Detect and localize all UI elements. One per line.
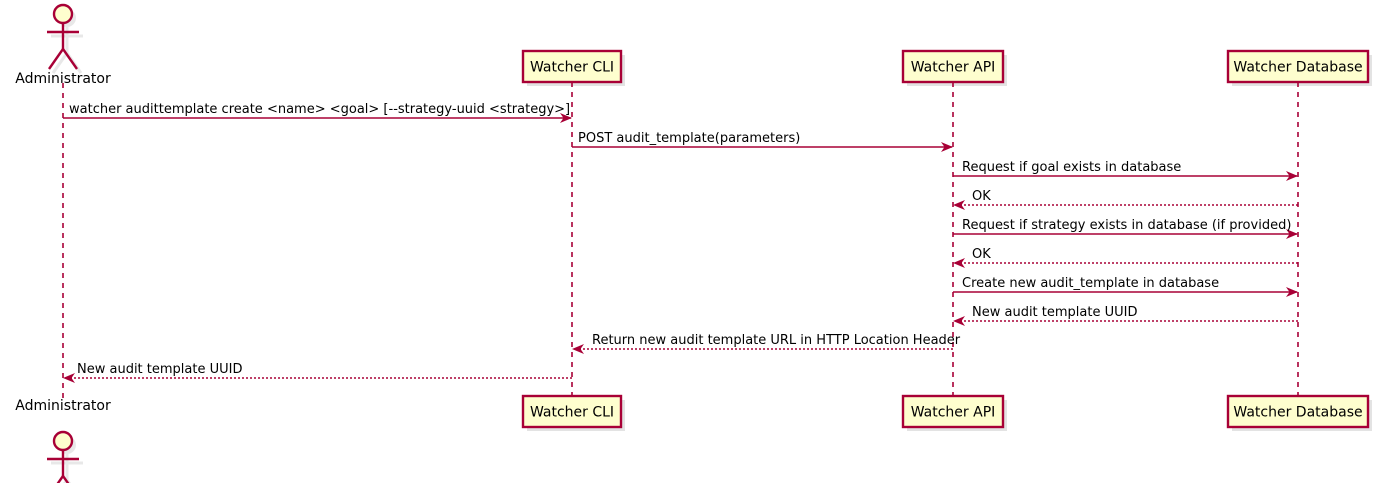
message-label-7: New audit template UUID [972,305,1137,320]
participant-box-watcher-database-top[interactable] [1226,49,1370,84]
message-label-5: OK [972,247,991,262]
message-label-8: Return new audit template URL in HTTP Lo… [592,333,961,348]
participant-box-watcher-cli-top[interactable] [521,49,623,84]
lifeline-layer [62,82,1299,398]
message-label-0: watcher audittemplate create <name> <goa… [69,102,570,117]
actor-leg-right [62,48,78,70]
message-1[interactable]: POST audit_template(parameters) [572,131,953,152]
message-2[interactable]: Request if goal exists in database [953,160,1298,181]
message-9[interactable]: New audit template UUID [63,362,572,383]
actor-head-icon [52,430,74,452]
participant-label-watcher-api-bottom: Watcher API [911,405,996,421]
message-7[interactable]: New audit template UUID [953,305,1298,326]
message-label-9: New audit template UUID [77,362,242,377]
message-label-6: Create new audit_template in database [962,276,1219,291]
actor-label-administrator-bottom: Administrator [15,398,111,414]
actor-label-administrator-top: Administrator [15,71,111,87]
message-label-3: OK [972,189,991,204]
message-label-4: Request if strategy exists in database (… [962,218,1291,233]
actor-figure-administrator-bottom[interactable] [47,430,79,483]
message-4[interactable]: Request if strategy exists in database (… [953,218,1298,239]
message-6[interactable]: Create new audit_template in database [953,276,1298,297]
participant-box-watcher-api-top[interactable] [901,49,1005,84]
shadow-layer [51,9,1372,483]
participant-box-watcher-api-bottom[interactable] [901,394,1005,429]
participant-label-watcher-cli-bottom: Watcher CLI [530,405,614,421]
actor-head-icon [52,3,74,25]
participant-label-watcher-database-bottom: Watcher Database [1233,405,1362,421]
message-label-2: Request if goal exists in database [962,160,1181,175]
participant-box-watcher-database-bottom[interactable] [1226,394,1370,429]
actor-leg-left [48,48,64,70]
participant-box-layer: Watcher CLI Watcher CLI Watcher API Watcher… [521,49,1370,429]
message-8[interactable]: Return new audit template URL in HTTP Lo… [572,333,961,354]
actor-figure-administrator-top[interactable] [47,3,79,70]
participant-label-watcher-database-top: Watcher Database [1233,60,1362,76]
message-3[interactable]: OK [953,189,1298,210]
participant-label-watcher-cli-top: Watcher CLI [530,60,614,76]
message-label-1: POST audit_template(parameters) [578,131,800,146]
participant-label-watcher-api-top: Watcher API [911,60,996,76]
participant-box-watcher-cli-bottom[interactable] [521,394,623,429]
message-layer: watcher audittemplate create <name> <goa… [63,102,1298,383]
actor-leg-left [56,475,64,483]
message-5[interactable]: OK [953,247,1298,268]
actor-leg-right [62,475,70,483]
message-0[interactable]: watcher audittemplate create <name> <goa… [63,102,572,123]
